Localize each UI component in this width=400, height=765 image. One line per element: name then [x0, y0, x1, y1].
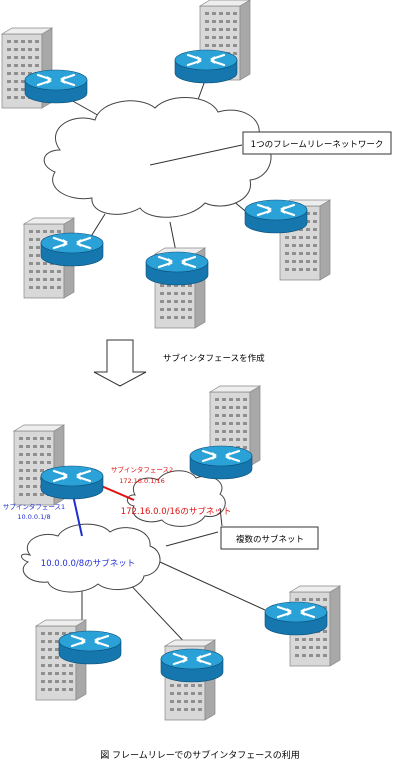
down-arrow-icon: [93, 339, 147, 387]
frame-relay-cloud: [43, 96, 272, 218]
multi-subnet-callout-label: 複数のサブネット: [236, 534, 304, 545]
bottom-diagram: サブインタフェース2 172.16.0.1/16 サブインタフェース1 10.0…: [3, 385, 341, 721]
router-icon: [188, 444, 254, 481]
callout-pointer: [149, 144, 243, 166]
router-icon: [57, 629, 123, 666]
router-icon: [159, 647, 225, 684]
callout-box: [220, 526, 319, 550]
subnet-10-label: 10.0.0.0/8のサブネット: [41, 558, 135, 569]
router-icon: [243, 198, 309, 235]
network-callout-label: 1つのフレームリレーネットワーク: [251, 140, 384, 150]
router-icon: [173, 48, 239, 85]
router-icon: [263, 600, 329, 637]
router-icon: [23, 68, 89, 105]
subnet-172-label: 172.16.0.0/16のサブネット: [121, 506, 232, 517]
subnet-10-cloud: [21, 523, 161, 593]
callout-pointer: [219, 507, 223, 527]
subif2-name: サブインタフェース2: [111, 465, 173, 474]
callout-pointer: [165, 531, 219, 547]
transition-label: サブインタフェースを作成: [163, 353, 265, 364]
transition: サブインタフェースを作成: [93, 339, 265, 387]
figure-caption: 図 フレームリレーでのサブインタフェースの利用: [100, 751, 300, 761]
router-icon: [39, 464, 105, 501]
subif1-link: [72, 494, 83, 537]
router-icon: [39, 231, 105, 268]
subif2-address: 172.16.0.1/16: [119, 477, 165, 485]
subif1-name: サブインタフェース1: [3, 502, 65, 511]
router-icon: [144, 250, 210, 287]
subif1-address: 10.0.0.1/8: [17, 513, 50, 521]
callout-box: [242, 131, 392, 155]
top-diagram: 1つのフレームリレーネットワーク: [1, 0, 392, 329]
subnet-172-cloud: [126, 470, 226, 527]
